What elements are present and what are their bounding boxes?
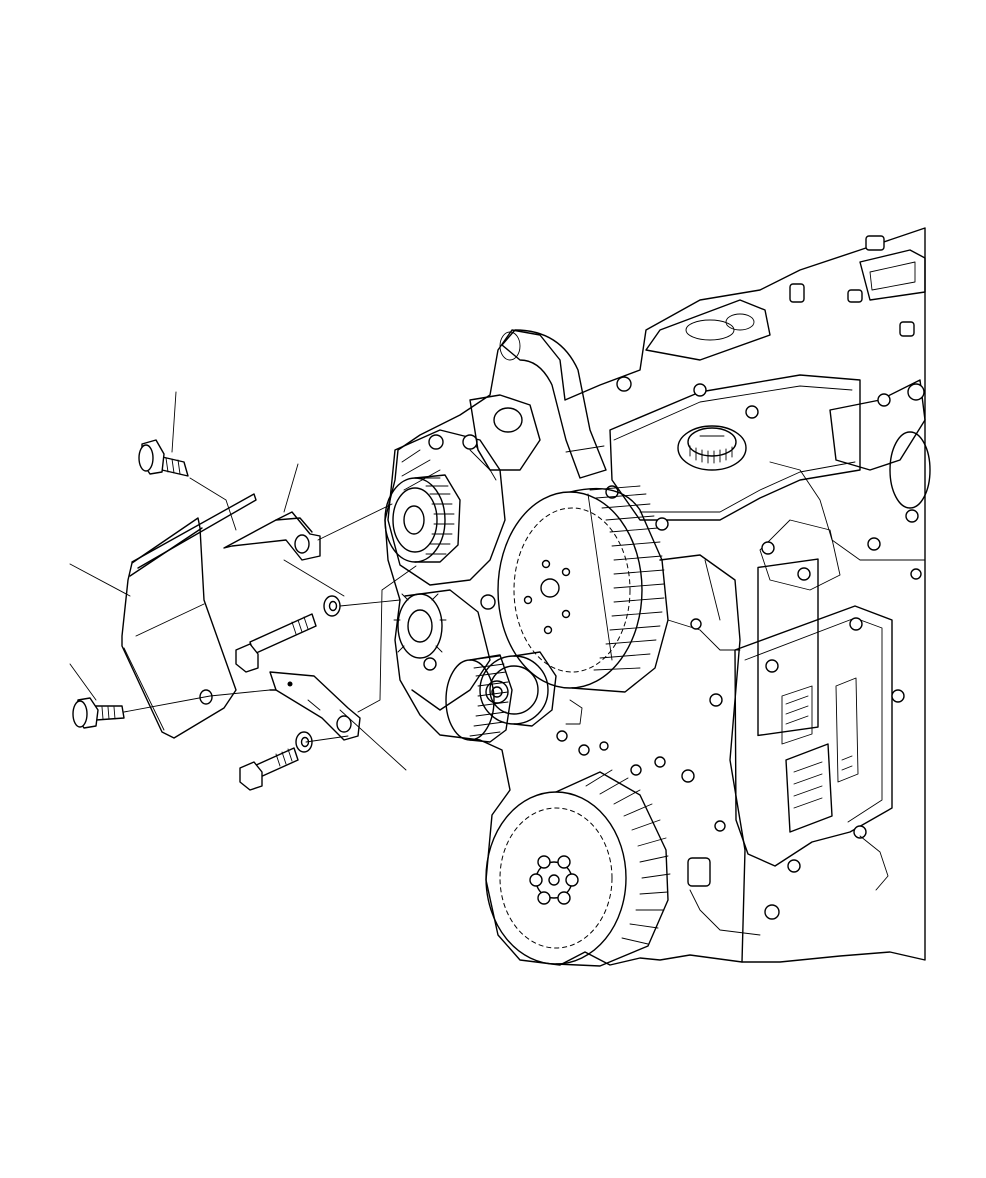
leader-flat-bracket xyxy=(340,710,406,770)
washer-lower xyxy=(296,732,312,752)
crankshaft-damper xyxy=(486,770,670,966)
flange-bolt-upper xyxy=(139,440,188,476)
belt-tensioner xyxy=(394,590,495,710)
hex-bolt-lower xyxy=(240,748,298,790)
alternator xyxy=(388,395,540,585)
fan-pulley xyxy=(498,486,668,692)
idler-pulley xyxy=(480,652,556,726)
callout-leaders xyxy=(70,392,406,770)
engine-assembly xyxy=(385,228,930,966)
leader-cover-plate xyxy=(70,564,130,596)
exploded-parts xyxy=(73,440,360,790)
engine-outline xyxy=(385,228,925,965)
front-timing-cover xyxy=(557,555,779,962)
assembly-guides xyxy=(124,478,416,742)
hex-bolt-upper xyxy=(236,614,316,672)
cover-plate xyxy=(122,494,256,738)
flange-bolt-lower xyxy=(73,698,124,728)
coolant-pipe xyxy=(500,330,606,478)
intake-manifold xyxy=(646,236,930,590)
bent-bracket xyxy=(224,512,320,560)
engine-control-unit xyxy=(735,559,904,890)
leader-flange-bolt-upper xyxy=(172,392,176,452)
water-pump-pulley xyxy=(446,655,512,742)
leader-bent-bracket xyxy=(284,464,298,512)
washer-upper xyxy=(324,596,340,616)
flat-bracket xyxy=(270,672,360,740)
leader-flange-bolt-lower xyxy=(70,664,96,700)
alternator-pulley xyxy=(385,475,460,562)
